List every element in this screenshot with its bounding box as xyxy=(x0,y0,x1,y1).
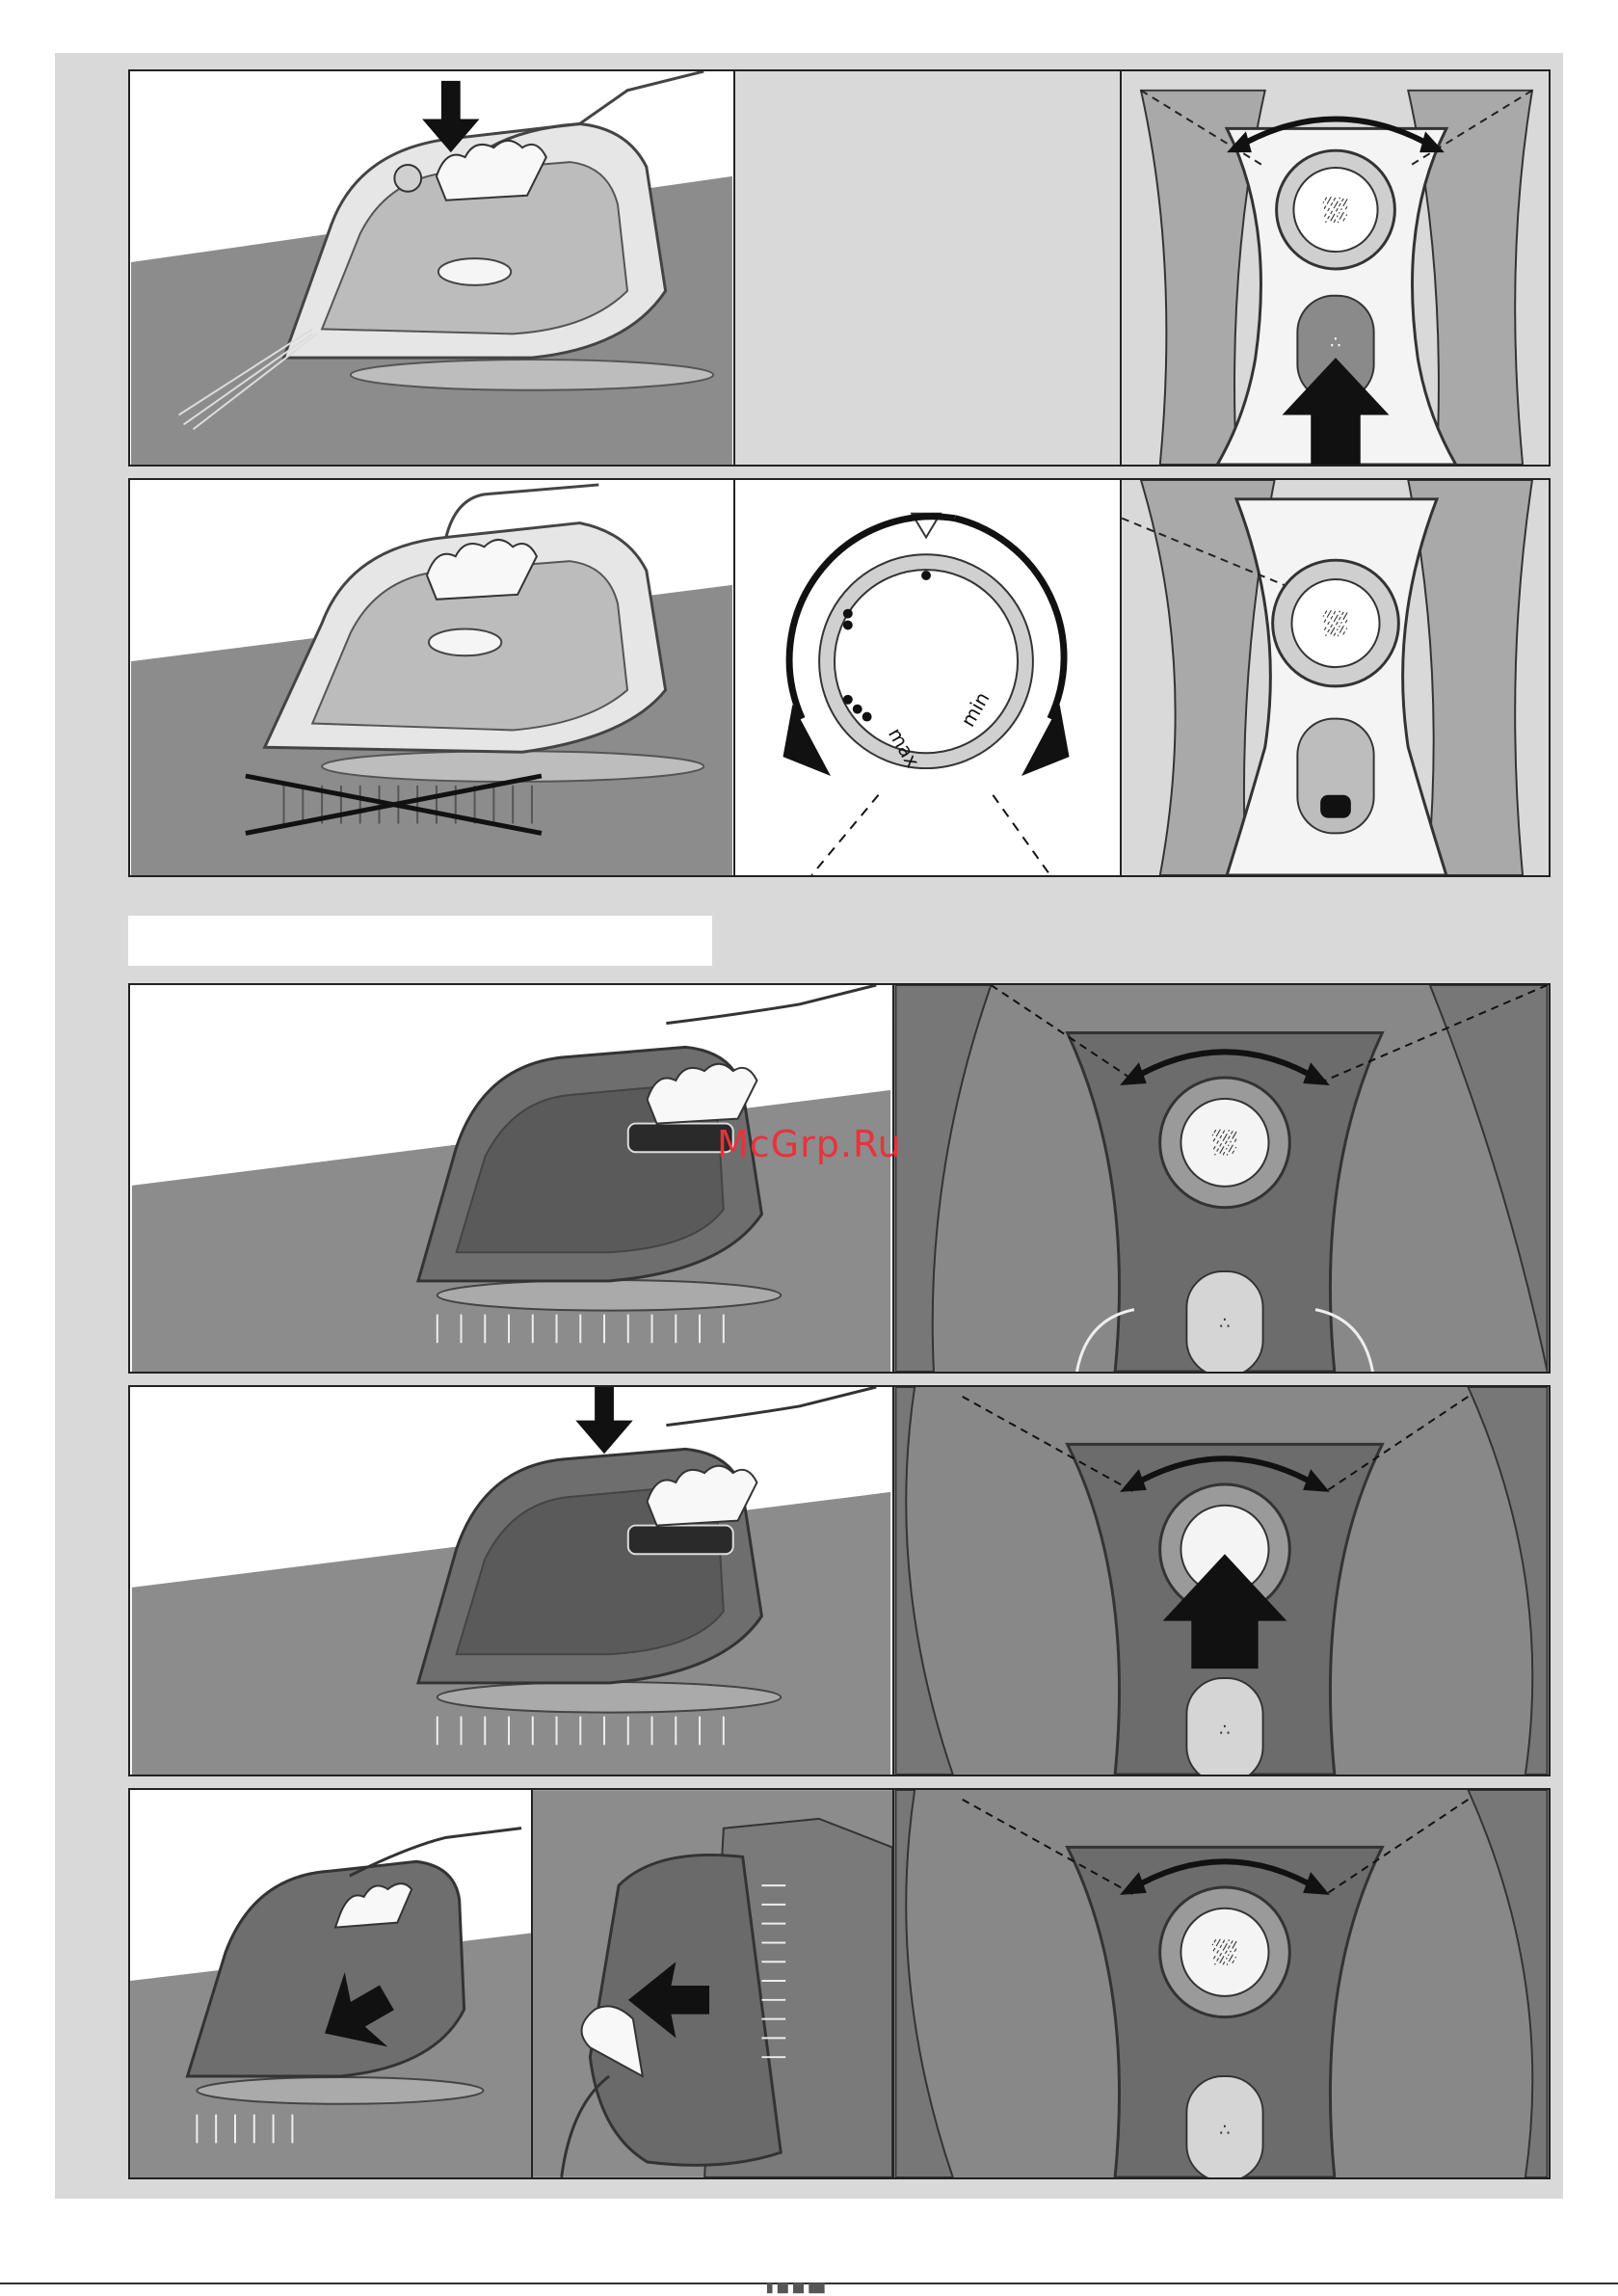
figure-steam-button-horizontal xyxy=(128,1788,533,2179)
figure-steam-burst-press xyxy=(128,1385,894,1776)
figure-dial-closeup: ⛆ xyxy=(1120,478,1551,877)
figure-steam-closeup-dial: ⛆ ∴ xyxy=(892,983,1551,1374)
figure-burst-closeup: ∴ xyxy=(892,1385,1551,1776)
figure-no-steam-vertical xyxy=(128,478,735,877)
steam-burst-icon: ⛆ xyxy=(1323,192,1349,229)
figure-spray-button-closeup: ⛆ ∴ xyxy=(1120,69,1551,467)
svg-text:⛆: ⛆ xyxy=(1211,1935,1237,1972)
figure-spray-press xyxy=(128,69,735,467)
figure-temperature-dial: max min xyxy=(733,478,1122,877)
watermark: McGrp.Ru xyxy=(717,1123,902,1165)
section-heading-strip xyxy=(128,916,712,966)
spray-icon: ∴ xyxy=(1330,333,1340,353)
figure-vertical-steaming xyxy=(531,1788,894,2179)
figure-vertical-closeup: ⛆ ∴ xyxy=(892,1788,1551,2179)
figure-empty xyxy=(733,69,1122,467)
svg-text:⛆: ⛆ xyxy=(1323,605,1349,643)
svg-text:∴: ∴ xyxy=(1219,2120,1230,2140)
svg-text:∴: ∴ xyxy=(1219,1313,1230,1333)
figure-steam-ironing xyxy=(128,983,894,1374)
svg-text:⛆: ⛆ xyxy=(1211,1125,1237,1162)
svg-text:∴: ∴ xyxy=(1219,1720,1230,1740)
footer-mark: █ ██ ██ ███ xyxy=(767,2284,825,2294)
